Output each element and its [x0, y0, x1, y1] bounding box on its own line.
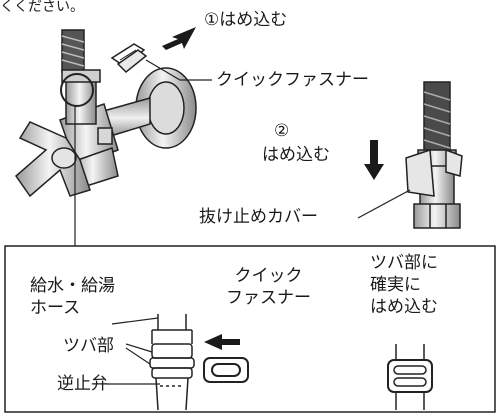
highlight-circle	[60, 73, 94, 107]
hose-label: 給水・給湯 ホース	[30, 276, 115, 318]
seat-label: ツバ部に 確実に はめ込む	[370, 253, 438, 317]
step2-number: ②	[274, 121, 290, 141]
cover-label: 抜け止めカバー	[199, 207, 318, 227]
arrow-left-icon	[204, 334, 240, 350]
detail-box	[4, 245, 496, 413]
step2-label: はめ込む	[262, 145, 330, 165]
quick-fastener-label: クイックファスナー	[216, 70, 369, 90]
flange-leader-line-1	[125, 343, 153, 353]
hose-section-illustration	[149, 314, 195, 411]
step1-label: ①はめ込む	[204, 10, 288, 30]
quick-fastener-clip	[110, 43, 148, 74]
seated-fastener-illustration	[387, 344, 433, 410]
check-valve-label: 逆止弁	[57, 374, 108, 394]
flange-label: ツバ部	[63, 336, 114, 356]
header-fragment: くください。	[0, 0, 84, 15]
clip-icon	[203, 357, 249, 383]
fastener-leader-line	[145, 59, 212, 81]
hose-connector-illustration	[405, 81, 463, 229]
angle-valve-illustration	[14, 29, 197, 198]
hose-leader-line	[111, 317, 159, 325]
flange-leader-line-2	[125, 347, 151, 365]
arrow-1-icon	[162, 27, 196, 50]
fastener-detail-label: クイック ファスナー	[226, 266, 311, 308]
arrow-2-icon	[364, 140, 384, 180]
cover-leader-line	[357, 189, 411, 219]
